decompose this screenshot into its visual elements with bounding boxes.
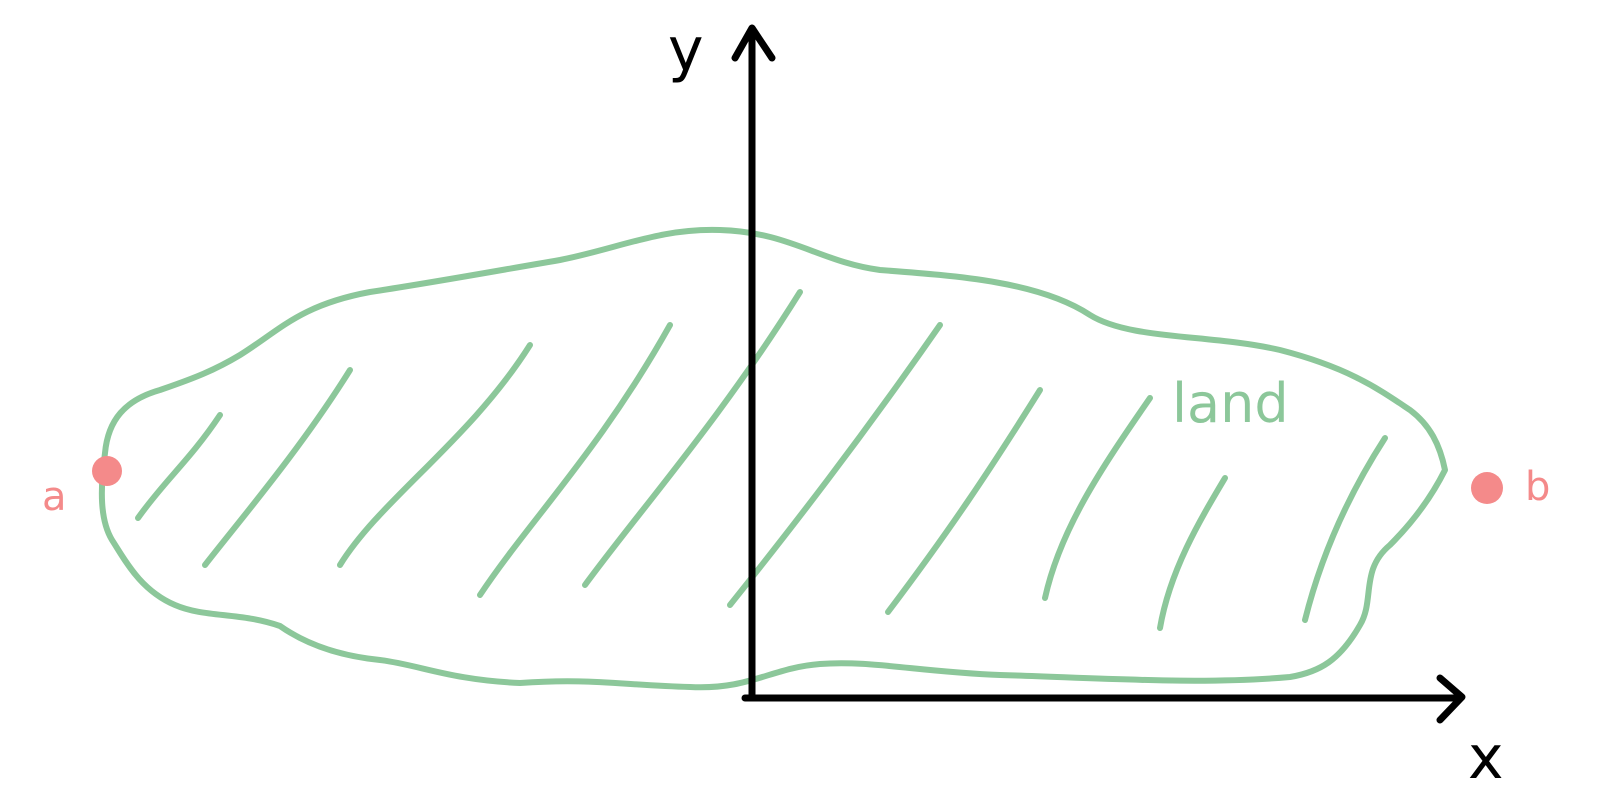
point-b-marker	[1471, 472, 1503, 504]
hatch-line	[582, 289, 803, 588]
point-b-label: b	[1525, 464, 1550, 510]
point-a-label: a	[42, 474, 67, 520]
hatch-line	[1302, 435, 1388, 623]
hatch-line	[202, 367, 353, 568]
land-label: land	[1172, 372, 1289, 435]
land-hatching	[135, 289, 1388, 631]
x-axis	[741, 674, 1466, 724]
hatch-line	[727, 322, 943, 608]
x-axis-label: x	[1468, 723, 1504, 793]
hatch-line	[337, 342, 533, 568]
hatch-line	[1157, 475, 1228, 631]
land-outline	[98, 226, 1448, 691]
hatch-line	[477, 322, 673, 598]
hatch-line	[135, 412, 223, 521]
point-a-marker	[92, 456, 122, 486]
hatch-line	[1042, 395, 1153, 601]
y-axis	[731, 24, 776, 702]
y-axis-arrowhead	[731, 24, 776, 62]
x-axis-arrowhead	[1436, 674, 1466, 724]
y-axis-label: y	[668, 15, 704, 85]
hatch-line	[885, 387, 1043, 615]
